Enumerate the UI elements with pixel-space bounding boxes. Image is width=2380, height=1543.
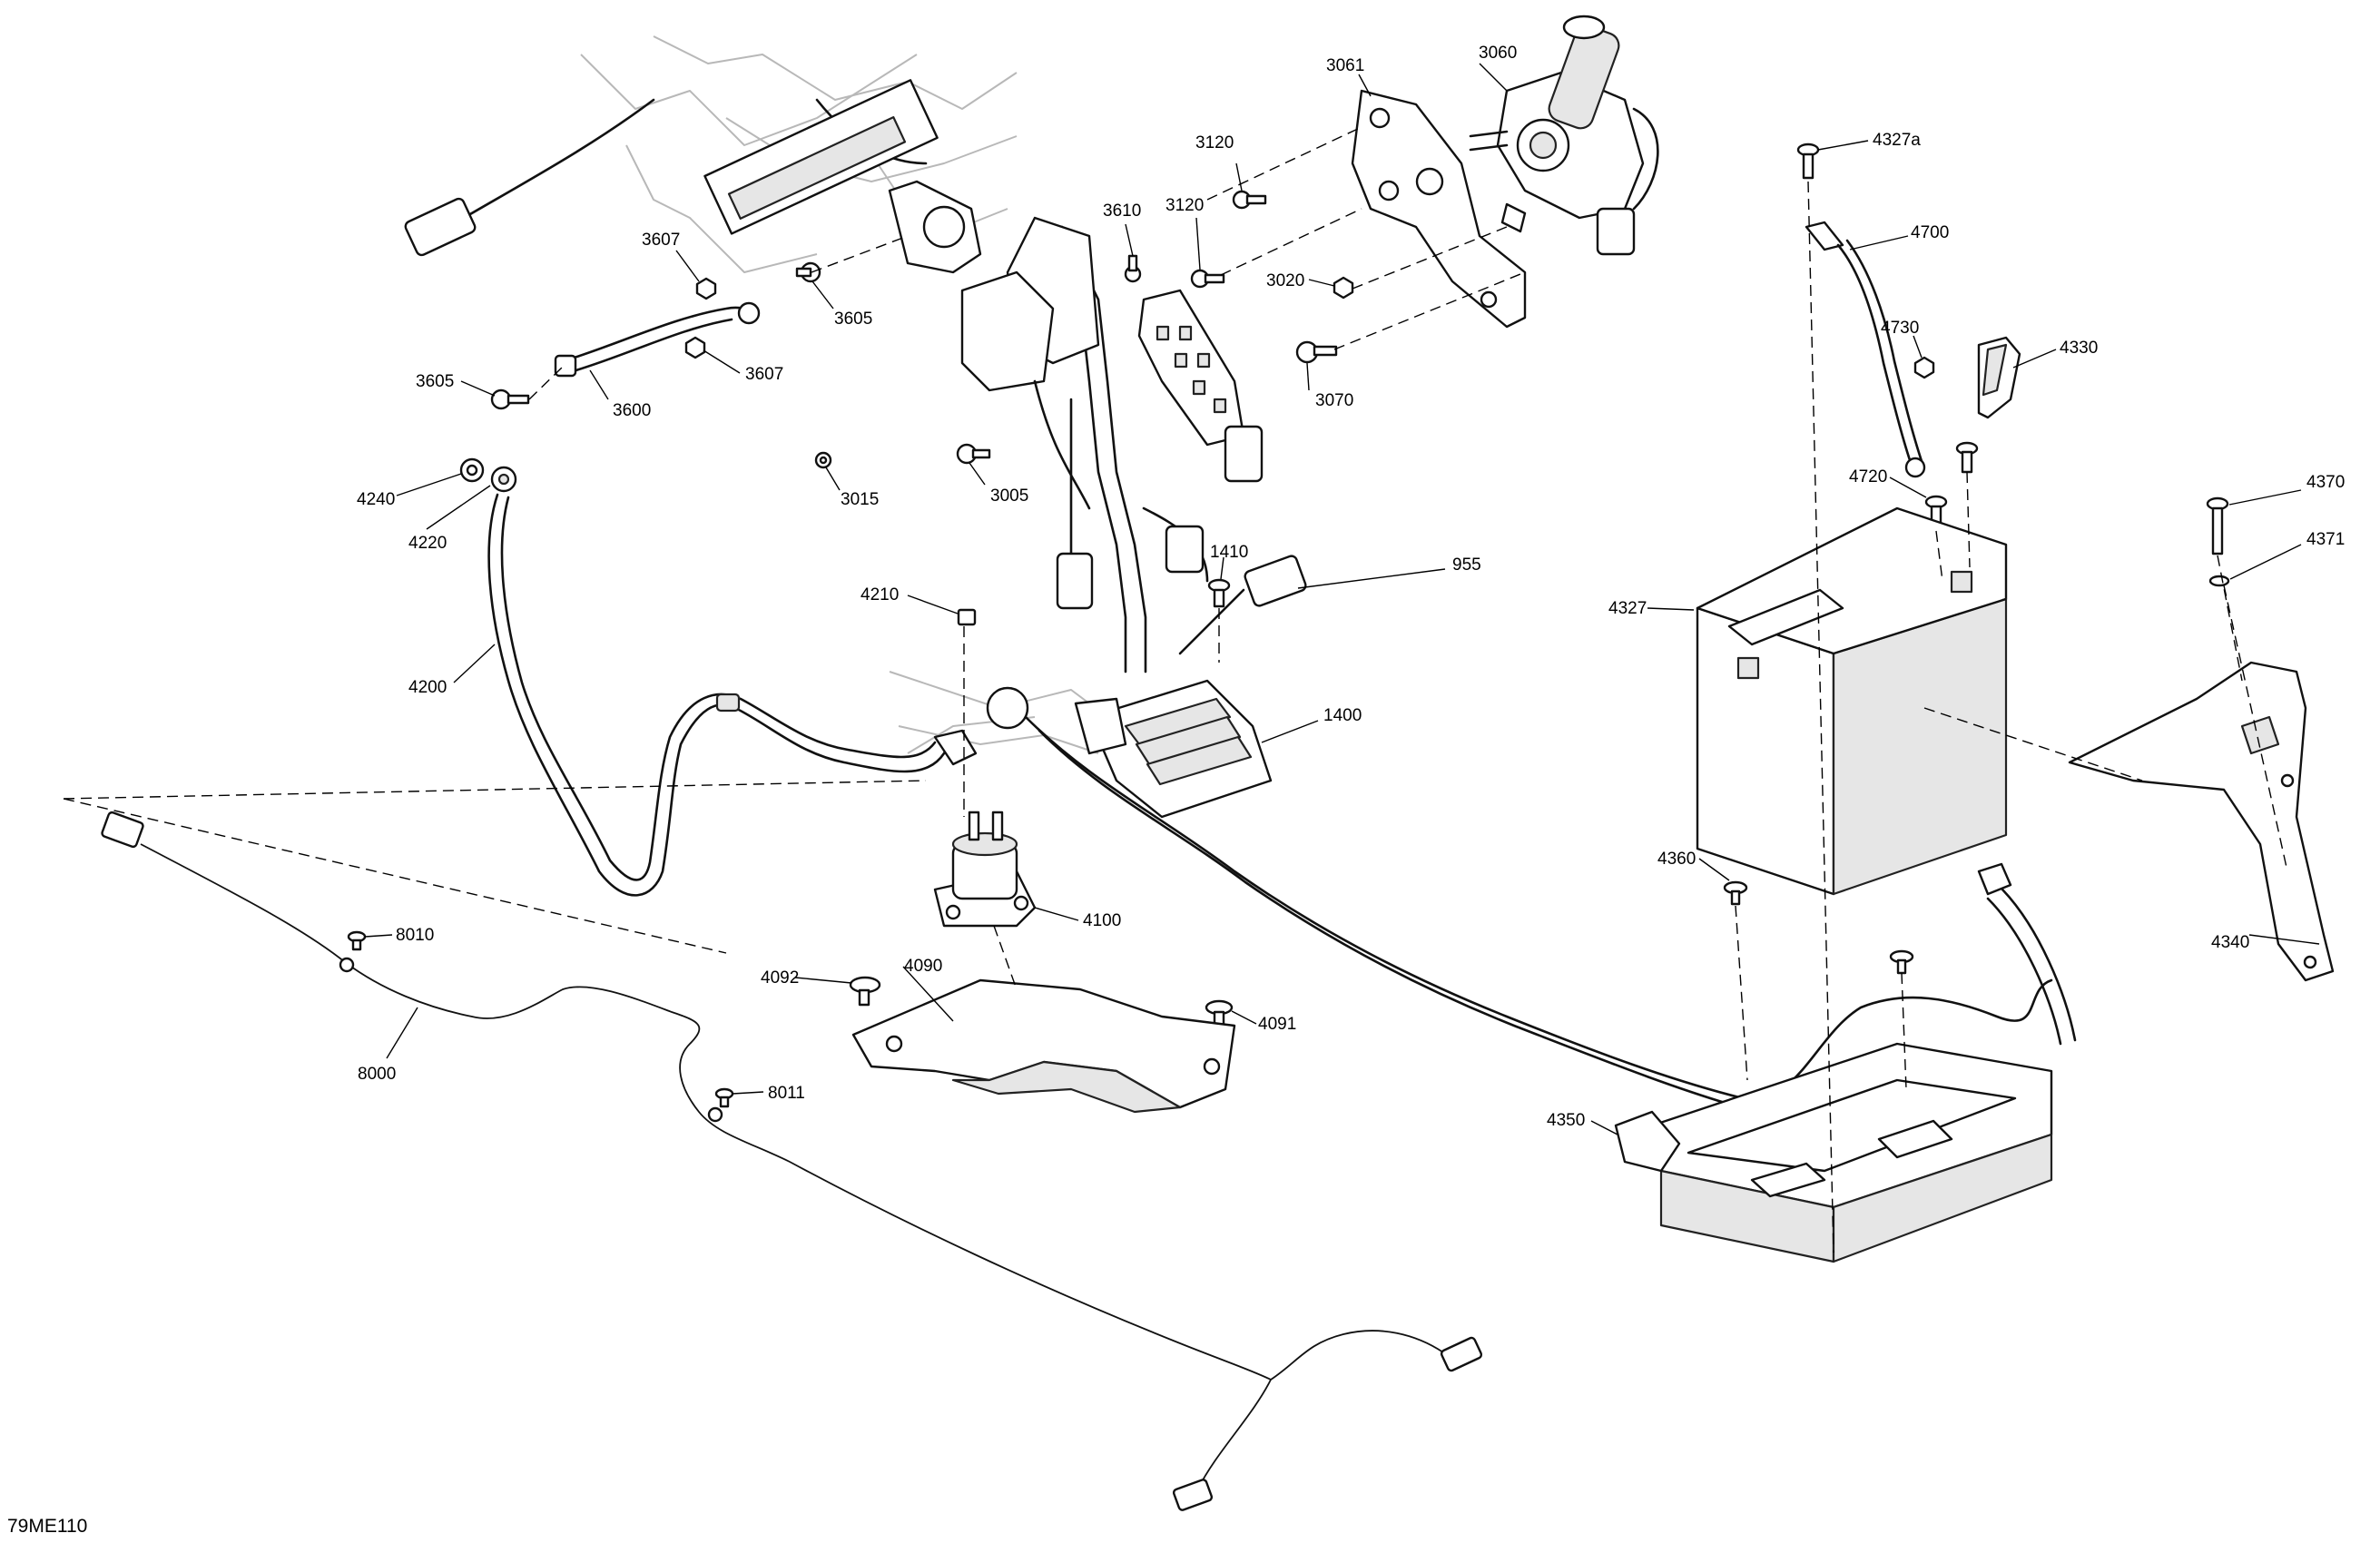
callout-955: 955 (1452, 555, 1481, 575)
callout-4220: 4220 (408, 534, 447, 553)
solenoid-4100 (933, 811, 1037, 928)
nut-3607b (684, 336, 706, 359)
callout-3600: 3600 (613, 401, 651, 420)
bolt-4720 (1924, 495, 1948, 528)
callout-4092: 4092 (761, 968, 799, 988)
callout-3605: 3605 (416, 372, 454, 391)
battery-4327 (1696, 506, 2008, 896)
leader-lines (364, 63, 2320, 1135)
callout-3070: 3070 (1315, 391, 1353, 410)
callout-4350: 4350 (1547, 1111, 1585, 1130)
callout-3020: 3020 (1266, 271, 1304, 290)
rivet-4360b (1889, 949, 1914, 975)
clip-8011 (714, 1087, 734, 1108)
callout-4091: 4091 (1258, 1015, 1296, 1034)
bolt-3120a (1232, 190, 1267, 210)
callout-3015: 3015 (841, 490, 879, 509)
callout-3610: 3610 (1103, 201, 1141, 221)
callout-4200: 4200 (408, 678, 447, 697)
bolt-3605a (795, 261, 821, 283)
nut-3607a (695, 277, 717, 300)
bolt-4720b (1955, 441, 1979, 474)
bracket-4340 (2068, 661, 2335, 982)
callout-4720: 4720 (1849, 467, 1887, 486)
callout-4210: 4210 (861, 585, 899, 604)
bolt-4370 (2206, 496, 2229, 555)
nut-3020 (1333, 276, 1354, 300)
screw-1410 (1207, 578, 1231, 608)
callout-4090: 4090 (904, 957, 942, 976)
callout-4327a: 4327a (1873, 131, 1921, 150)
nut-4240 (459, 457, 485, 483)
bracket-3061 (1351, 89, 1527, 329)
bolt-3610 (1124, 254, 1142, 283)
callout-labels: 3061 3060 3120 3120 3610 3020 3070 3607 … (357, 44, 2345, 1130)
callout-4240: 4240 (357, 490, 395, 509)
rivet-4091 (1205, 999, 1234, 1027)
dashed-guides (63, 126, 2288, 1253)
nut-4210 (957, 608, 977, 626)
actuator-3060 (1469, 15, 1659, 256)
callout-8000: 8000 (358, 1065, 396, 1084)
callout-3060: 3060 (1479, 44, 1517, 63)
callout-1400: 1400 (1323, 706, 1362, 725)
bolt-3005 (956, 443, 991, 465)
callout-4700: 4700 (1911, 223, 1949, 242)
callout-4100: 4100 (1083, 911, 1121, 930)
callout-4330: 4330 (2060, 339, 2098, 358)
callout-3120: 3120 (1165, 196, 1204, 215)
bolt-3120b (1190, 269, 1225, 289)
callout-4730: 4730 (1881, 319, 1919, 338)
battery-cable-4200 (487, 466, 978, 897)
diagram-code: 79ME110 (7, 1516, 87, 1537)
washer-4371 (2208, 575, 2230, 587)
callout-8011: 8011 (768, 1084, 805, 1103)
callout-3607: 3607 (642, 231, 680, 250)
callout-4327: 4327 (1608, 599, 1647, 618)
clip-8010 (347, 930, 367, 951)
callout-4340: 4340 (2211, 933, 2249, 952)
callout-3605: 3605 (834, 310, 872, 329)
callout-4360: 4360 (1657, 850, 1696, 869)
plate-4090 (851, 978, 1236, 1114)
callout-8010: 8010 (396, 926, 434, 945)
callout-3607: 3607 (745, 365, 783, 384)
rivet-4360 (1723, 880, 1748, 906)
connector-955 (1178, 555, 1307, 655)
rivet-4092 (849, 976, 881, 1007)
washer-3015 (814, 451, 832, 469)
bolt-3070 (1295, 340, 1338, 364)
callout-4371: 4371 (2306, 530, 2345, 549)
fuse-box (1137, 289, 1264, 483)
ground-strap-3600 (554, 301, 761, 378)
wire-8000 (101, 811, 1483, 1511)
background-harness (404, 79, 1209, 673)
callout-3005: 3005 (990, 486, 1028, 506)
callout-3061: 3061 (1326, 56, 1364, 75)
callout-1410: 1410 (1210, 543, 1248, 562)
main-harness (1024, 715, 2077, 1111)
bolt-3605b (490, 388, 530, 410)
nut-4730 (1913, 356, 1935, 379)
tray-4350 (1614, 1042, 2053, 1263)
cap-4330 (1977, 336, 2021, 419)
callout-3120: 3120 (1195, 133, 1234, 152)
cable-4700 (1805, 221, 1926, 478)
regulator-1400 (986, 679, 1273, 819)
bolt-4327a (1796, 143, 1820, 180)
callout-4370: 4370 (2306, 473, 2345, 492)
